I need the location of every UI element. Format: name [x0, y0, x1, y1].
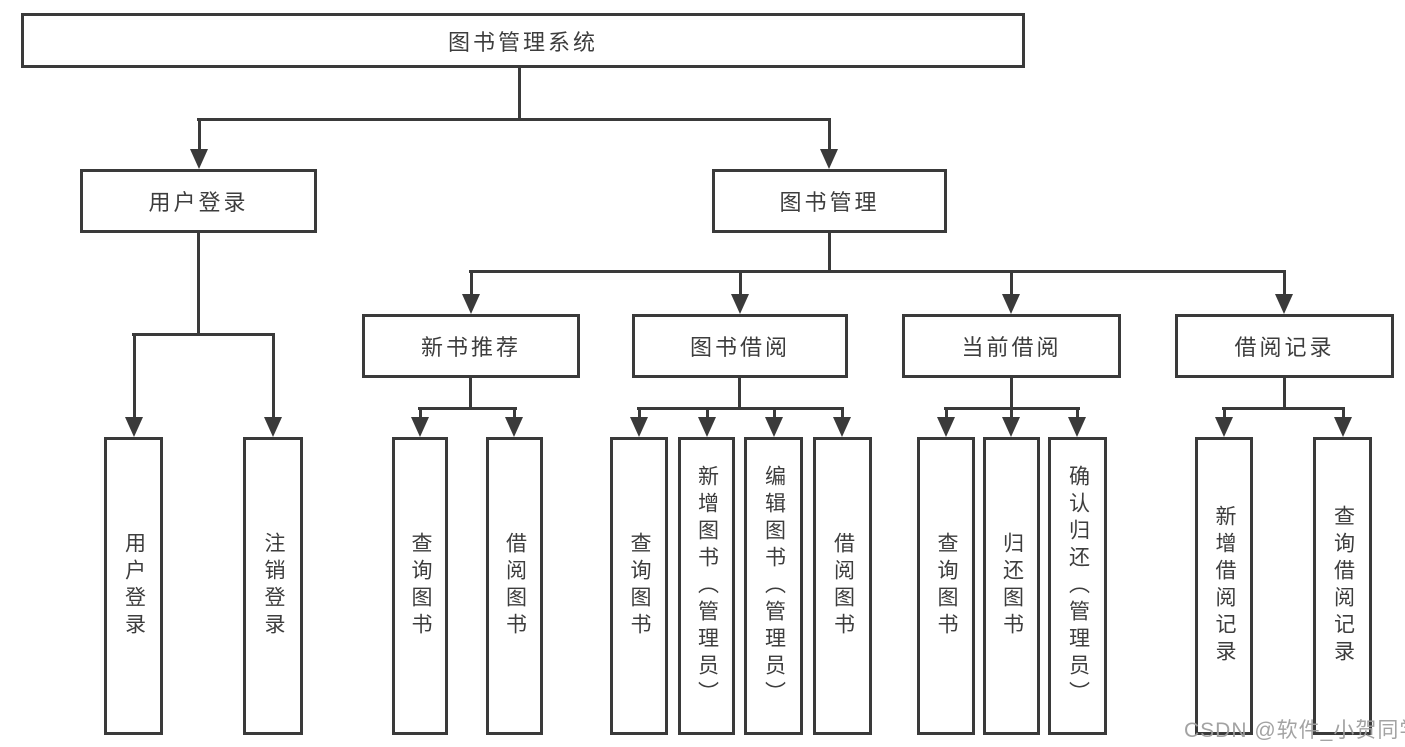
leaf-borrow-edit-book-admin: 编辑图书（管理员） [744, 437, 803, 735]
node-new-book-recommend: 新书推荐 [362, 314, 580, 378]
node-current-borrow: 当前借阅 [902, 314, 1121, 378]
node-user-login-group: 用户登录 [80, 169, 317, 233]
leaf-borrow-query-book: 查询图书 [610, 437, 668, 735]
connector-level1-branch [197, 118, 831, 121]
connector-book-management-trunk [828, 233, 831, 273]
connector-arrow-recommend-query [411, 410, 429, 437]
leaf-recommend-borrow-book: 借阅图书 [486, 437, 543, 735]
connector-arrow-borrow-borrow [833, 410, 851, 437]
connector-arrow-borrow-records [1275, 273, 1293, 314]
connector-arrow-login-leaf [125, 336, 143, 437]
leaf-current-query-book: 查询图书 [917, 437, 975, 735]
connector-arrow-logout-leaf [264, 336, 282, 437]
connector-arrow-new-book [462, 273, 480, 314]
leaf-current-confirm-return-admin: 确认归还（管理员） [1048, 437, 1107, 735]
connector-current-trunk [1010, 378, 1013, 410]
connector-arrow-current-return [1002, 410, 1020, 437]
node-borrow-records: 借阅记录 [1175, 314, 1394, 378]
connector-borrow-branch [637, 407, 844, 410]
connector-arrow-user-login [190, 121, 208, 169]
leaf-recommend-query-book: 查询图书 [392, 437, 448, 735]
connector-level2-branch [469, 270, 1286, 273]
leaf-current-return-book: 归还图书 [983, 437, 1040, 735]
connector-borrow-trunk [738, 378, 741, 410]
leaf-logout: 注销登录 [243, 437, 303, 735]
connector-records-branch [1222, 407, 1345, 410]
connector-arrow-borrow-edit [765, 410, 783, 437]
leaf-user-login: 用户登录 [104, 437, 163, 735]
connector-current-branch [944, 407, 1080, 410]
connector-arrow-book-management [820, 121, 838, 169]
connector-records-trunk [1283, 378, 1286, 410]
node-book-management: 图书管理 [712, 169, 947, 233]
watermark: CSDN @软件_小贺同学 [1184, 719, 1405, 742]
connector-recommend-trunk [469, 378, 472, 410]
node-book-borrow: 图书借阅 [632, 314, 848, 378]
connector-arrow-current-confirm [1068, 410, 1086, 437]
connector-root-trunk [518, 68, 521, 120]
connector-user-login-branch [132, 333, 275, 336]
leaf-borrow-borrow-book: 借阅图书 [813, 437, 872, 735]
node-library-system: 图书管理系统 [21, 13, 1025, 68]
leaf-records-add-record: 新增借阅记录 [1195, 437, 1253, 735]
connector-arrow-borrow-add [698, 410, 716, 437]
connector-arrow-records-add [1215, 410, 1233, 437]
leaf-borrow-add-book-admin: 新增图书（管理员） [678, 437, 735, 735]
connector-user-login-trunk [197, 233, 200, 336]
connector-arrow-current-query [937, 410, 955, 437]
connector-arrow-recommend-borrow [505, 410, 523, 437]
connector-recommend-branch [418, 407, 517, 410]
connector-arrow-borrow-query [630, 410, 648, 437]
connector-arrow-book-borrow [731, 273, 749, 314]
leaf-records-query-record: 查询借阅记录 [1313, 437, 1372, 735]
connector-arrow-current-borrow [1002, 273, 1020, 314]
connector-arrow-records-query [1334, 410, 1352, 437]
